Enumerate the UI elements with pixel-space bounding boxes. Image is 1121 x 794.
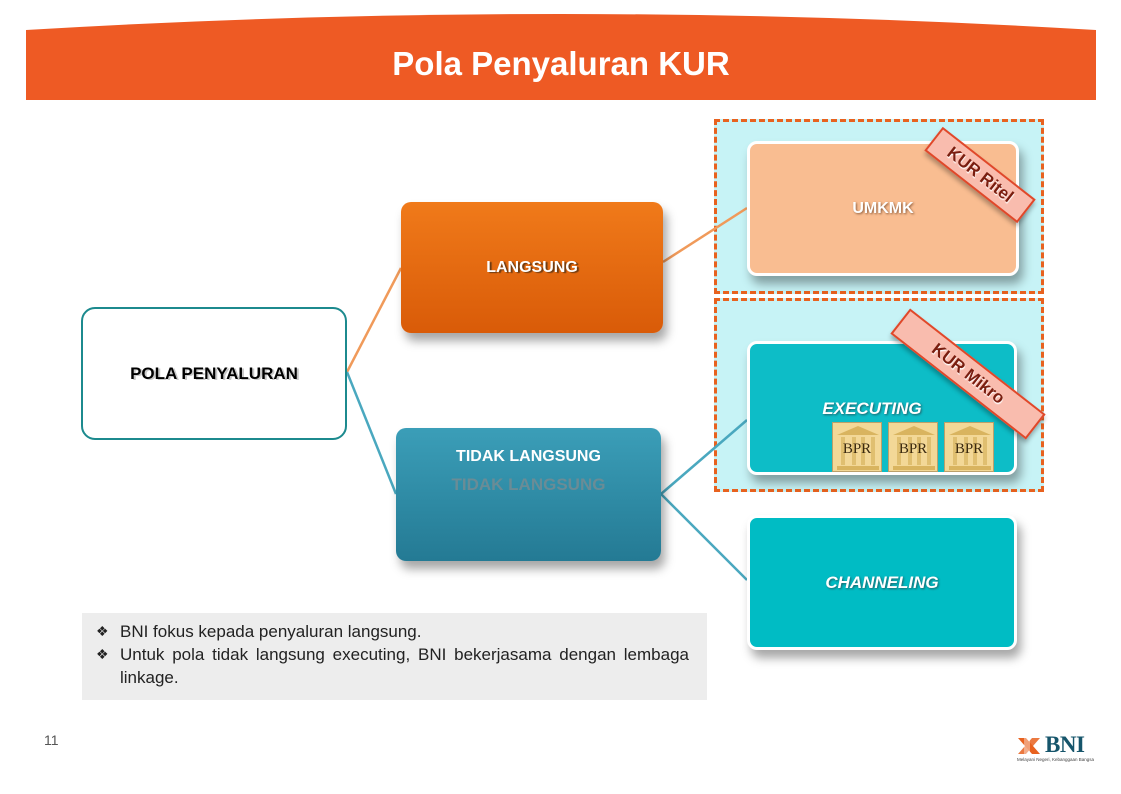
title-banner	[26, 14, 1096, 100]
tidak-langsung-label: TIDAK LANGSUNG	[456, 448, 601, 465]
note-item: ❖ BNI fokus kepada penyaluran langsung.	[96, 620, 689, 643]
langsung-node: LANGSUNG	[401, 202, 663, 333]
channeling-node: CHANNELING	[747, 515, 1017, 650]
note-text: BNI fokus kepada penyaluran langsung.	[120, 622, 422, 641]
note-text: Untuk pola tidak langsung executing, BNI…	[120, 645, 689, 687]
bni-tagline: Melayani Negeri, Kebanggaan Bangsa	[1017, 757, 1095, 762]
bni-46-icon	[1018, 738, 1040, 754]
page-number: 11	[44, 732, 59, 748]
bni-wordmark: BNI	[1045, 732, 1085, 757]
bpr-label: BPR	[842, 441, 872, 457]
connector-tidak-executing	[660, 419, 748, 495]
pola-penyaluran-node: POLA PENYALURAN	[81, 307, 347, 440]
connector-tidak-channeling	[660, 493, 748, 581]
tidak-langsung-echo-label: TIDAK LANGSUNG	[451, 475, 606, 494]
page-title: Pola Penyaluran KUR	[392, 45, 730, 82]
bpr-bank-icon: BPR	[888, 422, 938, 472]
bpr-bank-icon: BPR	[832, 422, 882, 472]
connector-langsung-umkmk	[662, 206, 748, 264]
diamond-bullet-icon: ❖	[96, 646, 109, 662]
connector-pola-langsung	[345, 267, 403, 373]
connector-pola-tidak	[345, 371, 398, 495]
notes-box: ❖ BNI fokus kepada penyaluran langsung. …	[82, 613, 707, 700]
note-item: ❖ Untuk pola tidak langsung executing, B…	[96, 643, 689, 689]
bpr-label: BPR	[898, 441, 928, 457]
diamond-bullet-icon: ❖	[96, 623, 109, 639]
bpr-label: BPR	[954, 441, 984, 457]
bpr-bank-icon: BPR	[944, 422, 994, 472]
executing-label: EXECUTING	[822, 399, 922, 418]
bpr-row: BPR BPR BPR	[832, 422, 994, 472]
tidak-langsung-node: TIDAK LANGSUNG TIDAK LANGSUNG	[396, 428, 661, 561]
